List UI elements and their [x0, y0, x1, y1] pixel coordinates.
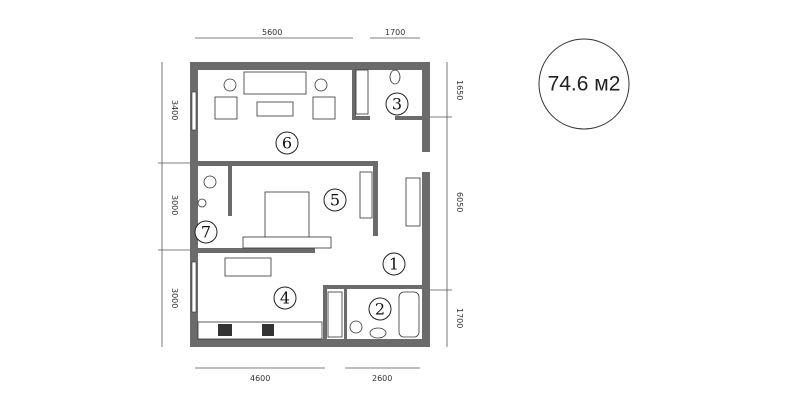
- dim-top-1: 5600: [262, 28, 282, 37]
- dim-left-3: 3000: [170, 288, 179, 308]
- dim-bottom-2: 2600: [372, 374, 392, 383]
- room-6-label: 6: [282, 134, 292, 153]
- dimension-lines: [158, 37, 452, 369]
- dim-right-1: 1650: [455, 80, 464, 100]
- room-labels: 1 2 3 4 5 6 7: [194, 92, 409, 321]
- furniture: [197, 69, 421, 340]
- area-badge: [538, 38, 630, 130]
- room-2-label: 2: [375, 300, 385, 319]
- dim-bottom-1: 4600: [250, 374, 270, 383]
- interior-walls: [190, 62, 430, 347]
- outer-walls: [190, 62, 430, 347]
- windows: [191, 91, 197, 313]
- dim-left-1: 3400: [170, 100, 179, 120]
- room-7-label: 7: [201, 223, 211, 242]
- dim-right-3: 1700: [455, 308, 464, 328]
- room-4-label: 4: [280, 289, 290, 308]
- dim-top-2: 1700: [385, 28, 405, 37]
- room-1-label: 1: [389, 255, 399, 274]
- dim-left-2: 3000: [170, 195, 179, 215]
- room-5-label: 5: [330, 191, 340, 210]
- dim-right-2: 6050: [455, 192, 464, 212]
- room-3-label: 3: [392, 95, 402, 114]
- area-label: 74.6 м2: [548, 73, 621, 96]
